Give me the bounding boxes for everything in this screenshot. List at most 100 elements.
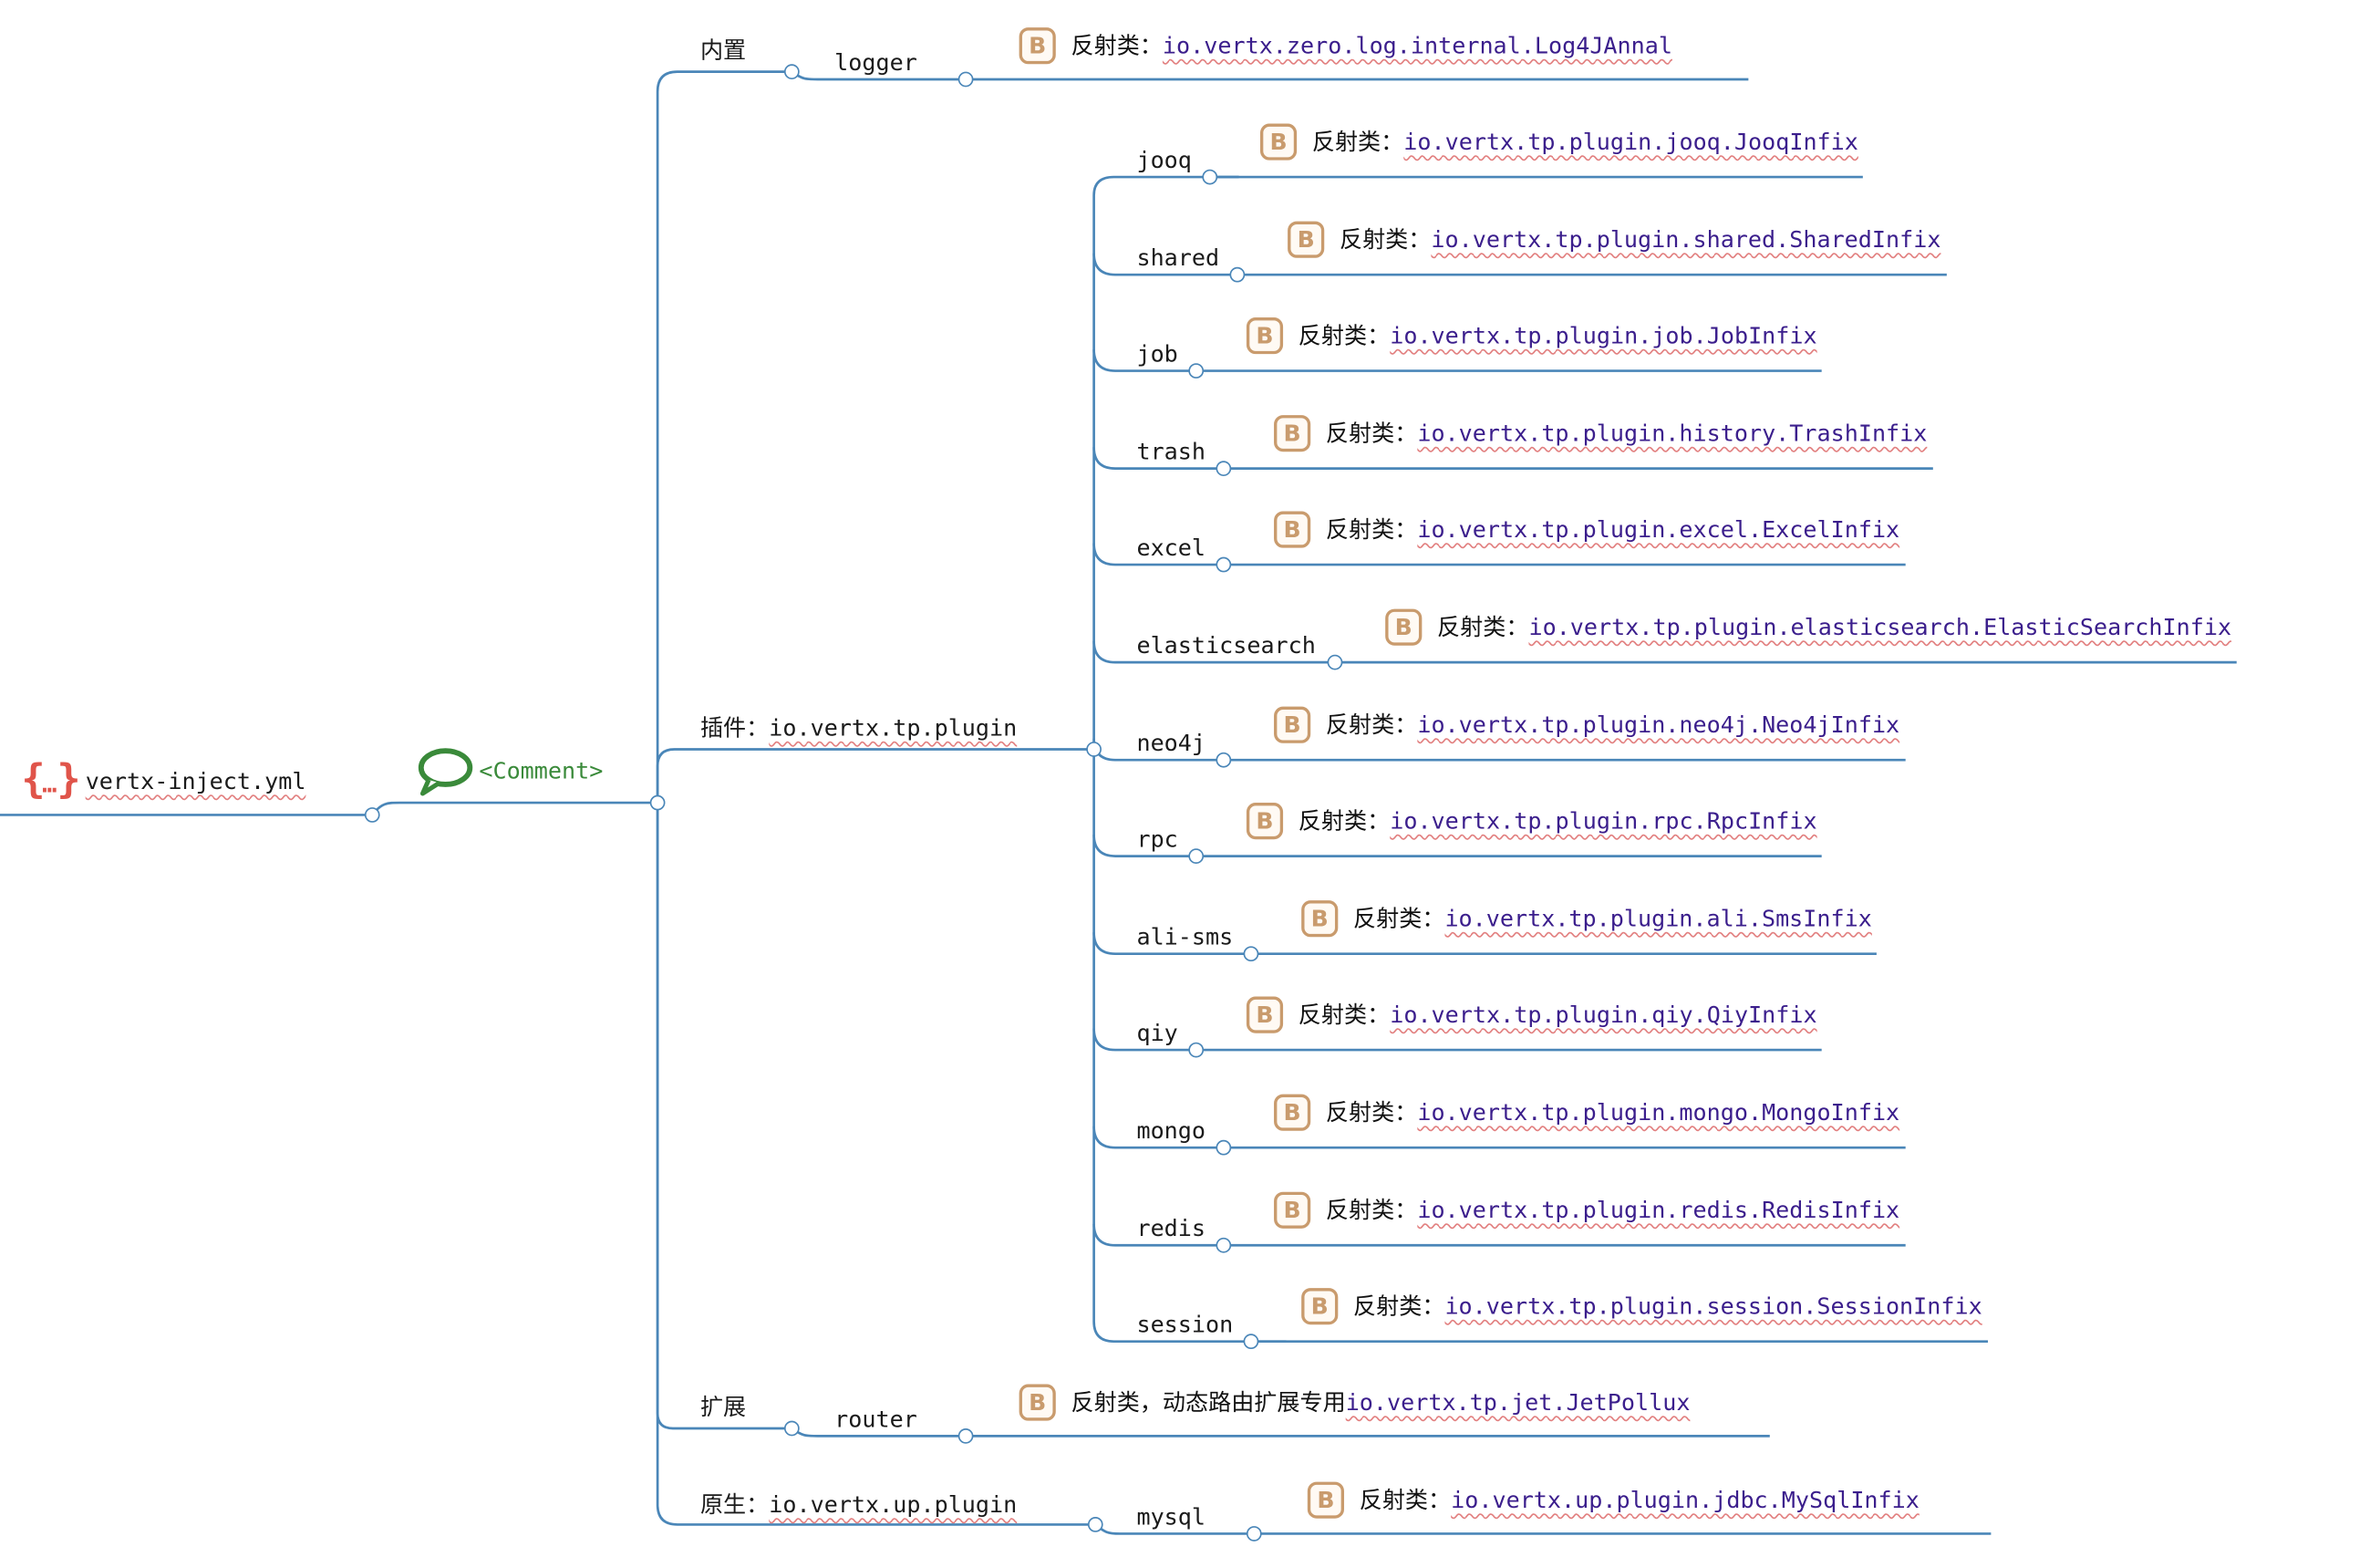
b-letter-box-icon: B — [1288, 221, 1325, 258]
child-collapse-handle[interactable] — [1327, 654, 1343, 670]
leaf-prefix: 反射类： — [1353, 1292, 1445, 1321]
leaf-router[interactable]: B 反射类，动态路由扩展专用 io.vertx.tp.jet.JetPollux — [1019, 1384, 1691, 1421]
leaf-class-link[interactable]: io.vertx.tp.plugin.shared.SharedInfix — [1431, 225, 1941, 254]
child-collapse-handle[interactable] — [1188, 1042, 1205, 1058]
b-letter-box-icon: B — [1246, 317, 1284, 355]
group-label-builtin[interactable]: 内置 — [699, 36, 747, 65]
leaf-mysql[interactable]: B 反射类： io.vertx.up.plugin.jdbc.MySqlInfi… — [1307, 1481, 1920, 1519]
node-label-mongo[interactable]: mongo — [1136, 1116, 1206, 1145]
leaf-class-link[interactable]: io.vertx.tp.plugin.jooq.JooqInfix — [1403, 128, 1858, 156]
child-collapse-handle[interactable] — [1229, 266, 1246, 283]
group-label-native[interactable]: 原生：io.vertx.up.plugin — [700, 1490, 1017, 1520]
node-label-job[interactable]: job — [1136, 340, 1178, 368]
node-label-excel[interactable]: excel — [1136, 534, 1206, 562]
leaf-prefix: 反射类： — [1353, 905, 1445, 933]
mysql-collapse-handle[interactable] — [1246, 1526, 1262, 1541]
node-label-router[interactable]: router — [834, 1405, 917, 1434]
node-label-logger[interactable]: logger — [834, 48, 917, 77]
builtin-collapse-handle[interactable] — [783, 64, 800, 80]
leaf-prefix: 反射类： — [1298, 807, 1391, 836]
group-label-plugin[interactable]: 插件：io.vertx.tp.plugin — [700, 712, 1017, 742]
b-letter-box-icon: B — [1019, 27, 1056, 65]
leaf-class-link[interactable]: io.vertx.tp.plugin.elasticsearch.Elastic… — [1528, 613, 2232, 641]
b-letter-box-icon: B — [1259, 123, 1298, 161]
b-letter-box-icon: B — [1246, 803, 1284, 840]
comment-label[interactable]: <Comment> — [479, 756, 604, 784]
node-label-rpc[interactable]: rpc — [1136, 825, 1178, 854]
plugin-collapse-handle[interactable] — [1086, 742, 1102, 757]
ext-collapse-handle[interactable] — [783, 1420, 800, 1437]
leaf-class-link[interactable]: io.vertx.tp.plugin.history.TrashInfix — [1417, 420, 1928, 448]
leaf-class-link[interactable]: io.vertx.tp.plugin.session.SessionInfix — [1444, 1292, 1982, 1321]
comment-collapse-handle[interactable] — [649, 794, 666, 811]
child-collapse-handle[interactable] — [1216, 1237, 1232, 1253]
leaf-class-link[interactable]: io.vertx.tp.plugin.excel.ExcelInfix — [1417, 515, 1900, 544]
root-node-label[interactable]: vertx-inject.yml — [85, 767, 306, 795]
router-collapse-handle[interactable] — [957, 1428, 974, 1444]
b-letter-box-icon: B — [1274, 511, 1311, 548]
node-label-neo4j[interactable]: neo4j — [1136, 729, 1206, 757]
b-letter-box-icon: B — [1274, 1191, 1311, 1229]
child-collapse-handle[interactable] — [1202, 169, 1218, 185]
child-collapse-handle[interactable] — [1188, 848, 1205, 864]
logger-collapse-handle[interactable] — [957, 71, 974, 88]
leaf-prefix: 反射类： — [1298, 1001, 1391, 1029]
group-label-extension[interactable]: 扩展 — [699, 1393, 747, 1421]
plugin-child-connector — [1092, 640, 1335, 664]
child-collapse-handle[interactable] — [1216, 556, 1232, 573]
leaf-class-link[interactable]: io.vertx.tp.plugin.qiy.QiyInfix — [1390, 1001, 1817, 1029]
leaf-class-link[interactable]: io.vertx.tp.plugin.ali.SmsInfix — [1444, 905, 1872, 933]
child-collapse-handle[interactable] — [1243, 946, 1259, 962]
plugin-child-connector — [1092, 1126, 1224, 1149]
child-collapse-handle[interactable] — [1216, 752, 1232, 768]
group-label-plugin-prefix: 插件： — [699, 714, 770, 742]
leaf-class-link[interactable]: io.vertx.up.plugin.jdbc.MySqlInfix — [1451, 1486, 1920, 1514]
native-collapse-handle[interactable] — [1087, 1517, 1103, 1532]
node-label-qiy[interactable]: qiy — [1136, 1019, 1178, 1047]
plugin-child-connector — [1092, 543, 1224, 566]
leaf-class-link[interactable]: io.vertx.tp.jet.JetPollux — [1345, 1388, 1691, 1417]
leaf-class-link[interactable]: io.vertx.tp.plugin.neo4j.Neo4jInfix — [1417, 711, 1900, 739]
child-collapse-handle[interactable] — [1188, 363, 1205, 379]
root-collapse-handle[interactable] — [364, 807, 380, 823]
leaf-prefix: 反射类： — [1325, 1098, 1418, 1126]
leaf-logger[interactable]: B 反射类： io.vertx.zero.log.internal.Log4JA… — [1019, 27, 1672, 65]
speech-bubble-icon — [418, 748, 473, 796]
plugin-child-connector — [1092, 835, 1196, 857]
b-letter-box-icon: B — [1307, 1481, 1345, 1519]
root-to-comment-connector — [371, 801, 658, 816]
b-letter-box-icon: B — [1274, 415, 1311, 452]
leaf-rpc[interactable]: B 反射类：io.vertx.tp.plugin.rpc.RpcInfix — [1246, 803, 1817, 840]
leaf-class-link[interactable]: io.vertx.tp.plugin.job.JobInfix — [1390, 322, 1817, 350]
node-label-elasticsearch[interactable]: elasticsearch — [1136, 631, 1316, 659]
node-label-redis[interactable]: redis — [1136, 1214, 1206, 1242]
node-label-jooq[interactable]: jooq — [1136, 146, 1192, 174]
child-collapse-handle[interactable] — [1243, 1334, 1259, 1350]
node-label-mysql[interactable]: mysql — [1136, 1503, 1206, 1531]
plugin-subtrunk — [1092, 175, 1239, 750]
b-letter-box-icon: B — [1019, 1384, 1056, 1421]
node-label-shared[interactable]: shared — [1136, 244, 1220, 272]
leaf-class-link[interactable]: io.vertx.tp.plugin.redis.RedisInfix — [1417, 1196, 1900, 1224]
node-label-ali-sms[interactable]: ali-sms — [1136, 923, 1234, 951]
node-label-trash[interactable]: trash — [1136, 438, 1206, 466]
child-collapse-handle[interactable] — [1216, 461, 1232, 477]
leaf-class-link[interactable]: io.vertx.zero.log.internal.Log4JAnnal — [1162, 32, 1672, 60]
child-collapse-handle[interactable] — [1216, 1139, 1232, 1156]
leaf-class-link[interactable]: io.vertx.tp.plugin.rpc.RpcInfix — [1390, 807, 1817, 836]
node-label-session[interactable]: session — [1136, 1311, 1234, 1339]
leaf-class-link[interactable]: io.vertx.tp.plugin.mongo.MongoInfix — [1417, 1098, 1900, 1126]
plugin-child-connector — [1092, 1028, 1196, 1052]
